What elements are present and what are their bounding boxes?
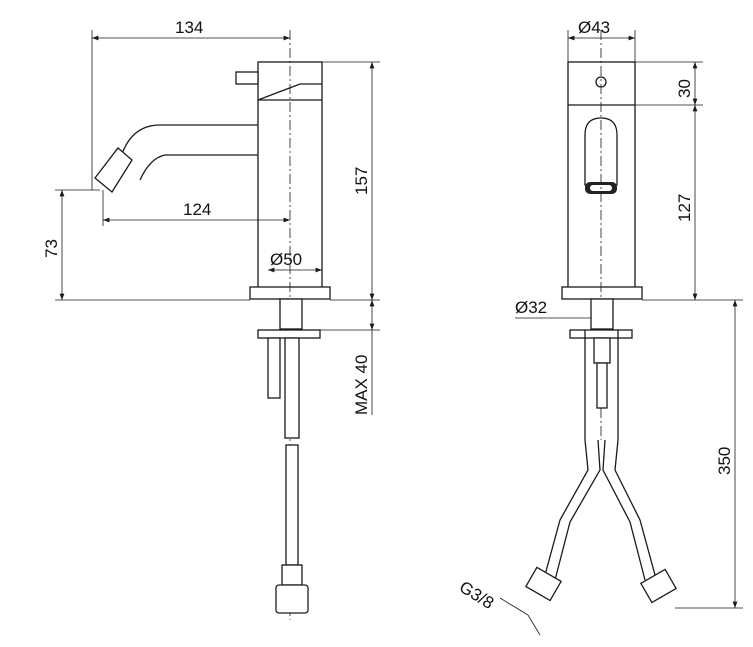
dim-hose-length: 350 <box>715 447 734 475</box>
dim-max-40: MAX 40 <box>320 300 380 415</box>
dim-134: 134 <box>91 18 290 190</box>
dim-spout-reach: 124 <box>183 200 211 219</box>
dim-32: Ø32 <box>515 298 591 319</box>
mounting-side <box>257 298 321 614</box>
hose-nut-right <box>639 568 678 604</box>
spout-nozzle <box>94 147 133 193</box>
dim-base-diameter: Ø50 <box>268 250 322 273</box>
faucet-body-side <box>94 30 331 620</box>
dim-43: Ø43 <box>567 18 636 62</box>
dim-spout-height: 73 <box>42 239 61 258</box>
dim-hole-diameter: Ø32 <box>515 298 547 317</box>
dim-body-height: 157 <box>352 167 371 195</box>
dim-hose-thread: G3/8 <box>456 577 497 613</box>
faucet-body-front <box>561 30 643 440</box>
dim-73: 73 <box>42 189 250 301</box>
dim-lower-body-height: 127 <box>675 194 694 222</box>
dim-max-deck-label: MAX 40 <box>352 355 371 415</box>
dim-body-diameter: Ø43 <box>578 18 610 37</box>
dim-350: 350 <box>675 300 743 609</box>
mounting-front <box>524 298 678 604</box>
dim-cap-height: 30 <box>675 79 694 98</box>
dim-127: 127 <box>642 105 743 301</box>
hose-nut-left <box>524 566 563 602</box>
dim-157: 157 <box>322 61 380 301</box>
dim-base-diameter-label: Ø50 <box>270 250 302 269</box>
dim-124: 124 <box>102 190 290 226</box>
dim-total-length: 134 <box>175 18 203 37</box>
front-view: Ø43 30 127 Ø32 350 G3/8 <box>456 18 743 636</box>
dim-30: 30 <box>635 61 703 106</box>
lever-handle <box>235 71 259 85</box>
side-view: 134 124 73 157 Ø50 MAX 40 <box>42 18 380 620</box>
